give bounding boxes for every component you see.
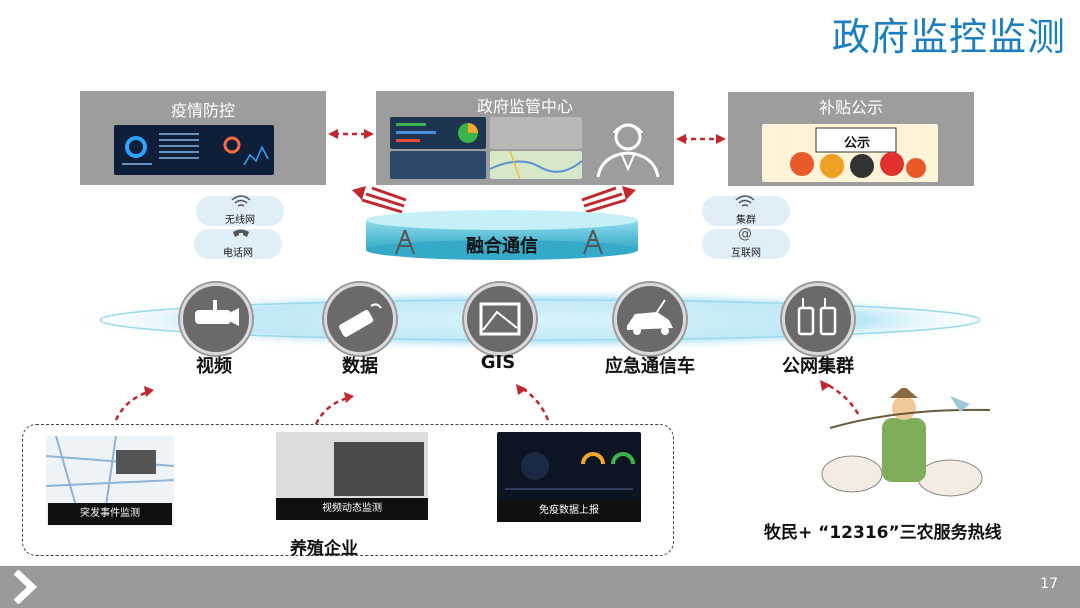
walkie-talkie-icon	[797, 298, 837, 336]
video-caption: 视频动态监测	[276, 498, 428, 520]
immunity-caption: 免疫数据上报	[497, 500, 641, 522]
at-icon: @	[738, 226, 752, 242]
epidemic-dashboard-image	[114, 125, 274, 175]
herder-illustration	[821, 388, 991, 497]
vehicle-node-label: 应急通信车	[605, 356, 695, 377]
fusion-label: 融合通信	[466, 236, 538, 257]
wireless-label: 无线网	[225, 215, 255, 226]
enterprise-group	[22, 424, 674, 556]
page-number: 17	[1040, 576, 1058, 592]
tower-icon	[583, 229, 603, 255]
subsidy-notice-image: 公示	[762, 124, 938, 182]
map-graphic	[45, 435, 175, 507]
subsidy-panel-label: 补贴公示	[818, 98, 883, 117]
internet-label: 互联网	[731, 248, 761, 259]
camera-icon	[195, 300, 239, 326]
gis-node-label: GIS	[480, 352, 516, 373]
dashboard-graphic	[505, 452, 635, 490]
enterprise-label: 养殖企业	[290, 539, 358, 559]
gis-node	[464, 283, 536, 355]
internet-cloud	[702, 229, 790, 259]
operator-icon	[596, 123, 660, 178]
notice-sign-text: 公示	[843, 136, 870, 151]
epidemic-panel: 疫情防控	[80, 91, 326, 185]
vehicle-icon	[627, 299, 673, 335]
video-node-label: 视频	[196, 356, 232, 377]
usb-stick-icon	[339, 303, 382, 337]
chevron-right-icon	[13, 570, 38, 604]
gov-center-panel: 政府监管中心	[376, 91, 674, 185]
map-icon	[479, 302, 521, 336]
epidemic-panel-label: 疫情防控	[170, 101, 235, 120]
cluster-node	[782, 283, 854, 355]
vehicle-node	[614, 283, 686, 355]
cluster-label: 集群	[736, 215, 756, 226]
wifi-icon	[231, 195, 251, 207]
incident-caption: 突发事件监测	[48, 503, 172, 525]
video-node	[180, 283, 252, 355]
subsidy-panel: 补贴公示 公示	[728, 92, 974, 186]
gov-center-dashboard-image	[390, 117, 486, 149]
gov-center-panel-label: 政府监管中心	[476, 97, 573, 116]
herder-label: 牧民+ “12316”三农服务热线	[764, 523, 1002, 543]
page-title: 政府监控监测	[831, 15, 1066, 59]
map-graphic	[489, 150, 583, 180]
wifi-icon	[735, 195, 755, 207]
tower-icon	[395, 229, 415, 255]
data-node-label: 数据	[342, 356, 378, 377]
dashboard-graphic	[396, 123, 478, 143]
gov-center-night-photo	[390, 151, 486, 179]
gov-center-barn-photo	[490, 117, 582, 149]
footer-bar	[0, 566, 1080, 608]
dashboard-graphic	[122, 133, 269, 166]
video-frame	[334, 442, 424, 496]
notice-crowd-graphic	[790, 127, 926, 178]
phone-icon	[233, 229, 249, 237]
glow-platform	[70, 288, 1010, 352]
cluster-node-label: 公网集群	[782, 356, 854, 377]
phone-label: 电话网	[223, 248, 253, 259]
gov-center-map-image	[489, 150, 583, 180]
data-node	[324, 283, 396, 355]
